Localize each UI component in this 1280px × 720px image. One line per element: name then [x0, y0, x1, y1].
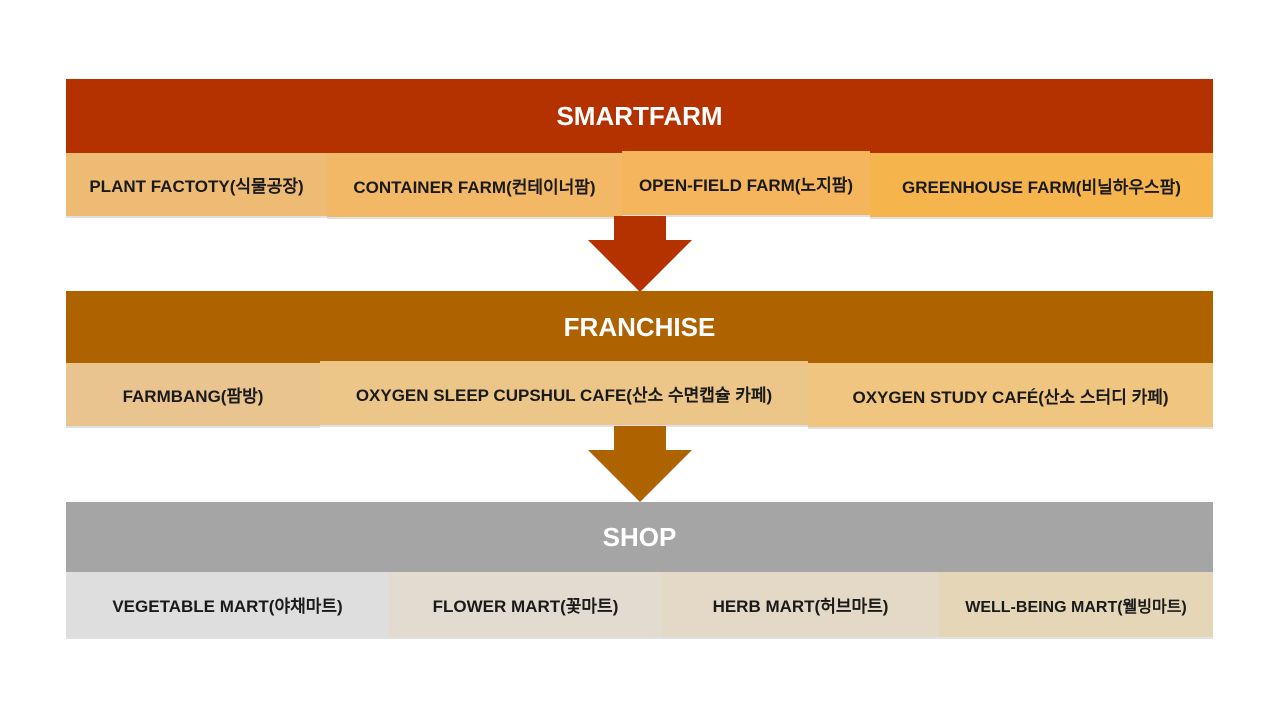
shop-item-well-being-mart: WELL-BEING MART(웰빙마트): [939, 572, 1213, 637]
franchise-item-oxygen-study-cafe: OXYGEN STUDY CAFÉ(산소 스터디 카페): [808, 363, 1213, 427]
smartfarm-item-greenhouse-farm: GREENHOUSE FARM(비닐하우스팜): [870, 153, 1213, 217]
smartfarm-item-plant-factory: PLANT FACTOTY(식물공장): [66, 153, 327, 216]
shop-item-herb-mart: HERB MART(허브마트): [662, 572, 939, 637]
smartfarm-item-container-farm: CONTAINER FARM(컨테이너팜): [327, 153, 622, 217]
shop-header: SHOP: [66, 502, 1213, 572]
down-arrow-icon: [588, 216, 692, 292]
franchise-header: FRANCHISE: [66, 291, 1213, 363]
shop-item-flower-mart: FLOWER MART(꽃마트): [389, 572, 662, 637]
shop-item-vegetable-mart: VEGETABLE MART(야채마트): [66, 572, 389, 637]
franchise-item-farmbang: FARMBANG(팜방): [66, 363, 320, 426]
down-arrow-icon: [588, 426, 692, 502]
smartfarm-header: SMARTFARM: [66, 79, 1213, 153]
franchise-item-oxygen-sleep-cafe: OXYGEN SLEEP CUPSHUL CAFE(산소 수면캡슐 카페): [320, 361, 808, 425]
smartfarm-item-open-field-farm: OPEN-FIELD FARM(노지팜): [622, 151, 870, 215]
